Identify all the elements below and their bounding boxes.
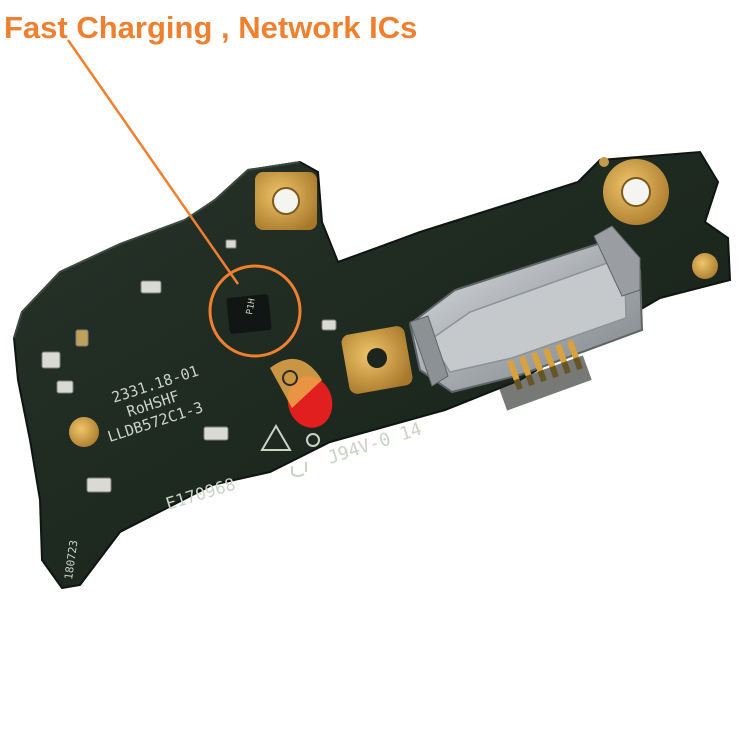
mounting-hole-right	[603, 159, 669, 225]
gold-pad-left	[69, 417, 99, 447]
mounting-hole-left	[255, 172, 317, 230]
annotation-circle	[208, 264, 302, 358]
silkscreen-edge: 180723	[62, 539, 80, 580]
mounting-pad-middle	[341, 326, 413, 394]
smd-components	[41, 239, 337, 493]
usb-c-port	[408, 225, 644, 411]
ul-logo	[260, 424, 320, 477]
caption-title: Fast Charging , Network ICs	[4, 10, 418, 45]
chip-marking: P1H	[245, 298, 258, 316]
annotation-pointer-line	[66, 39, 240, 285]
gold-pad-right	[692, 253, 718, 279]
charging-ic-chip: P1H	[226, 294, 272, 334]
red-marker	[270, 358, 333, 428]
